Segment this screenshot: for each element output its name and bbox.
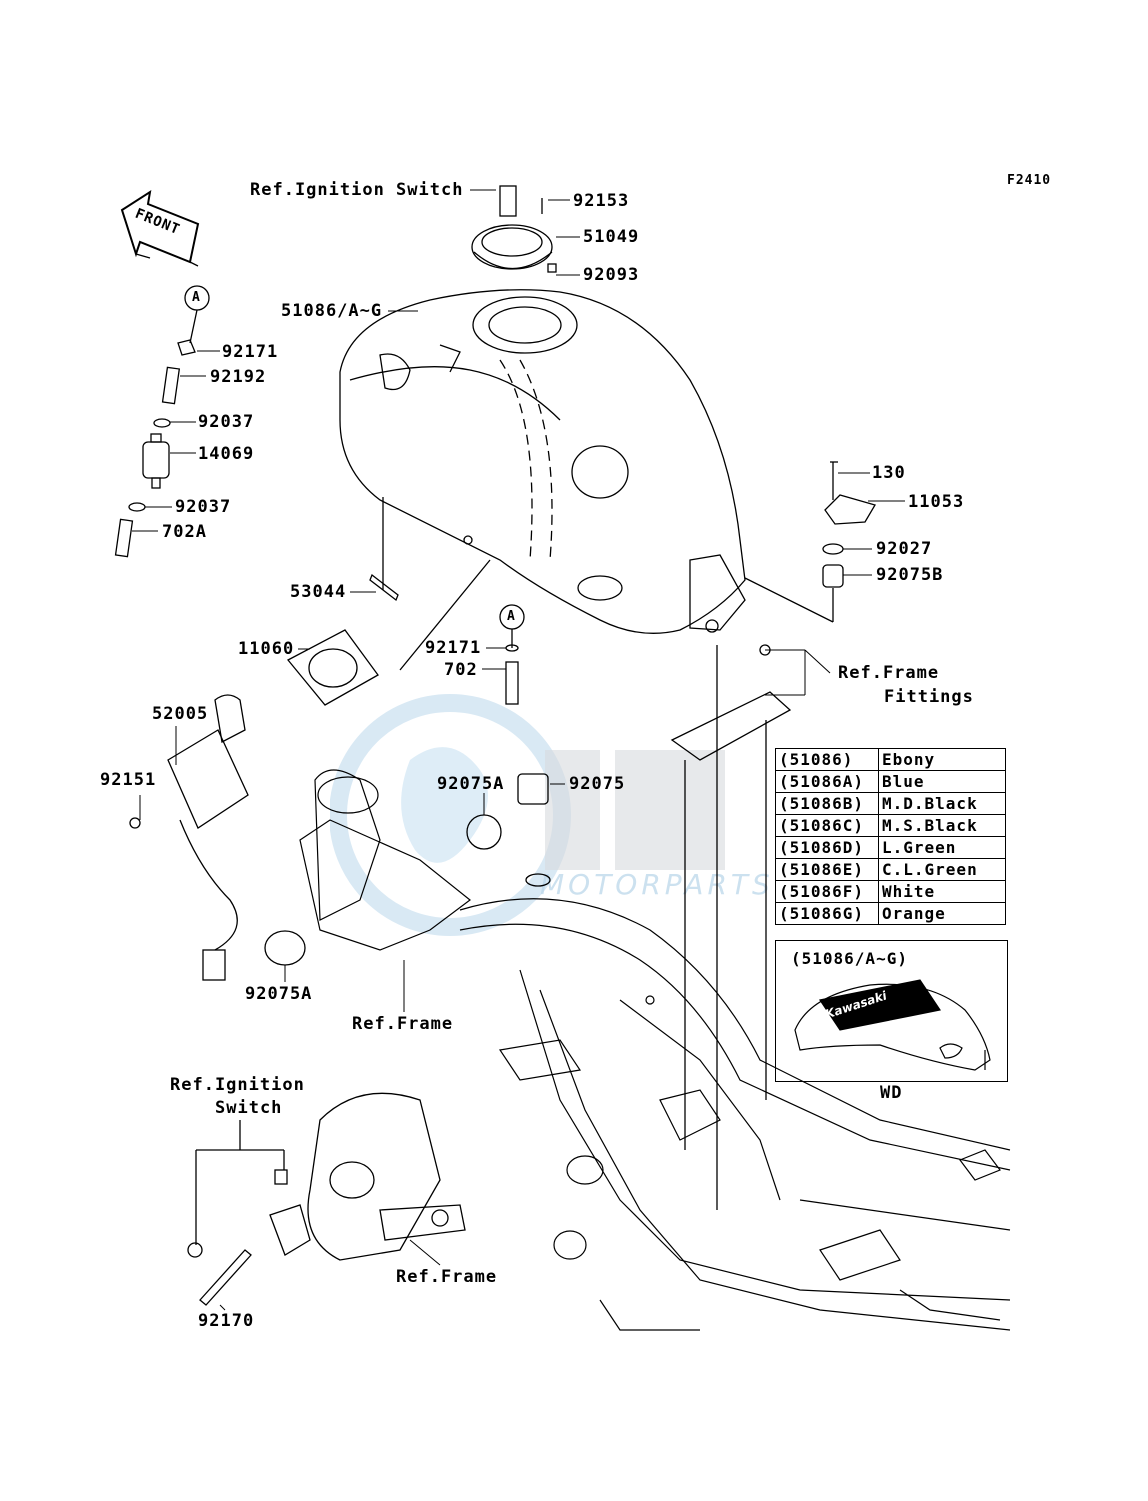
part-92153: 92153 bbox=[573, 191, 630, 211]
part-702: 702 bbox=[444, 660, 478, 680]
part-92037-b: 92037 bbox=[175, 497, 232, 517]
part-92075: 92075 bbox=[569, 774, 626, 794]
part-702a: 702A bbox=[162, 522, 207, 542]
color-name-cell: M.S.Black bbox=[878, 814, 1006, 837]
ref-frame-fittings-line1: Ref.Frame bbox=[838, 663, 940, 683]
color-table-row: (51086)Ebony bbox=[775, 748, 1006, 771]
color-code-cell: (51086A) bbox=[775, 770, 879, 793]
wd-box-title: (51086/A~G) bbox=[791, 949, 908, 968]
color-code-cell: (51086C) bbox=[775, 814, 879, 837]
color-name-cell: C.L.Green bbox=[878, 858, 1006, 881]
color-code-cell: (51086D) bbox=[775, 836, 879, 859]
part-92171-a: 92171 bbox=[222, 342, 279, 362]
part-92037-a: 92037 bbox=[198, 412, 255, 432]
part-51086: 51086/A~G bbox=[281, 301, 383, 321]
part-11060: 11060 bbox=[238, 639, 295, 659]
ref-ignition-switch-bottom-line2: Switch bbox=[215, 1098, 283, 1118]
color-table-row: (51086D)L.Green bbox=[775, 836, 1006, 859]
color-table-row: (51086A)Blue bbox=[775, 770, 1006, 793]
part-130: 130 bbox=[872, 463, 906, 483]
color-table-row: (51086F)White bbox=[775, 880, 1006, 903]
part-92027: 92027 bbox=[876, 539, 933, 559]
color-table-row: (51086B)M.D.Black bbox=[775, 792, 1006, 815]
color-code-cell: (51086G) bbox=[775, 902, 879, 925]
wd-variant-box: (51086/A~G) Kawasaki bbox=[775, 940, 1008, 1082]
color-code-cell: (51086) bbox=[775, 748, 879, 771]
color-code-cell: (51086E) bbox=[775, 858, 879, 881]
filler-cap-drawing bbox=[471, 185, 557, 273]
color-variant-table: (51086)Ebony(51086A)Blue(51086B)M.D.Blac… bbox=[775, 748, 1006, 925]
part-11053: 11053 bbox=[908, 492, 965, 512]
watermark-text: MOTORPARTS bbox=[540, 868, 774, 901]
color-code-cell: (51086B) bbox=[775, 792, 879, 815]
part-14069: 14069 bbox=[198, 444, 255, 464]
front-arrow-icon bbox=[120, 189, 200, 267]
frame-drawing bbox=[299, 769, 1011, 1331]
fuel-tank-drawing bbox=[339, 289, 746, 634]
part-53044: 53044 bbox=[290, 582, 347, 602]
part-92151: 92151 bbox=[100, 770, 157, 790]
ref-frame-fittings-line2: Fittings bbox=[884, 687, 974, 707]
color-name-cell: White bbox=[878, 880, 1006, 903]
ref-a-mid: A bbox=[507, 609, 516, 624]
fuel-pump-drawing bbox=[129, 694, 249, 981]
ignition-lock-drawing bbox=[187, 1092, 466, 1306]
left-parts-column bbox=[114, 285, 210, 558]
part-92192: 92192 bbox=[210, 367, 267, 387]
part-92075b: 92075B bbox=[876, 565, 944, 585]
gasket-drawing bbox=[286, 629, 379, 706]
part-51049: 51049 bbox=[583, 227, 640, 247]
figure-code: F2410 bbox=[1007, 173, 1052, 188]
part-92093: 92093 bbox=[583, 265, 640, 285]
part-92170: 92170 bbox=[198, 1311, 255, 1331]
color-table-row: (51086C)M.S.Black bbox=[775, 814, 1006, 837]
color-table-row: (51086E)C.L.Green bbox=[775, 858, 1006, 881]
color-name-cell: Orange bbox=[878, 902, 1006, 925]
color-name-cell: M.D.Black bbox=[878, 792, 1006, 815]
color-code-cell: (51086F) bbox=[775, 880, 879, 903]
ref-frame-mid: Ref.Frame bbox=[352, 1014, 454, 1034]
ref-ignition-switch-bottom-line1: Ref.Ignition bbox=[170, 1075, 305, 1095]
ref-ignition-switch-top: Ref.Ignition Switch bbox=[250, 180, 464, 200]
color-name-cell: Ebony bbox=[878, 748, 1006, 771]
ref-a-top: A bbox=[192, 290, 201, 305]
color-name-cell: Blue bbox=[878, 770, 1006, 793]
part-92075a-top: 92075A bbox=[437, 774, 505, 794]
wd-tank-drawing bbox=[794, 979, 991, 1071]
wd-caption: WD bbox=[880, 1083, 903, 1103]
part-52005: 52005 bbox=[152, 704, 209, 724]
part-92075a-bottom: 92075A bbox=[245, 984, 313, 1004]
part-92171-b: 92171 bbox=[425, 638, 482, 658]
color-name-cell: L.Green bbox=[878, 836, 1006, 859]
color-table-row: (51086G)Orange bbox=[775, 902, 1006, 925]
wd-brand-text: Kawasaki bbox=[823, 988, 889, 1022]
rear-mount-parts bbox=[744, 461, 876, 623]
ref-frame-bottom: Ref.Frame bbox=[396, 1267, 498, 1287]
